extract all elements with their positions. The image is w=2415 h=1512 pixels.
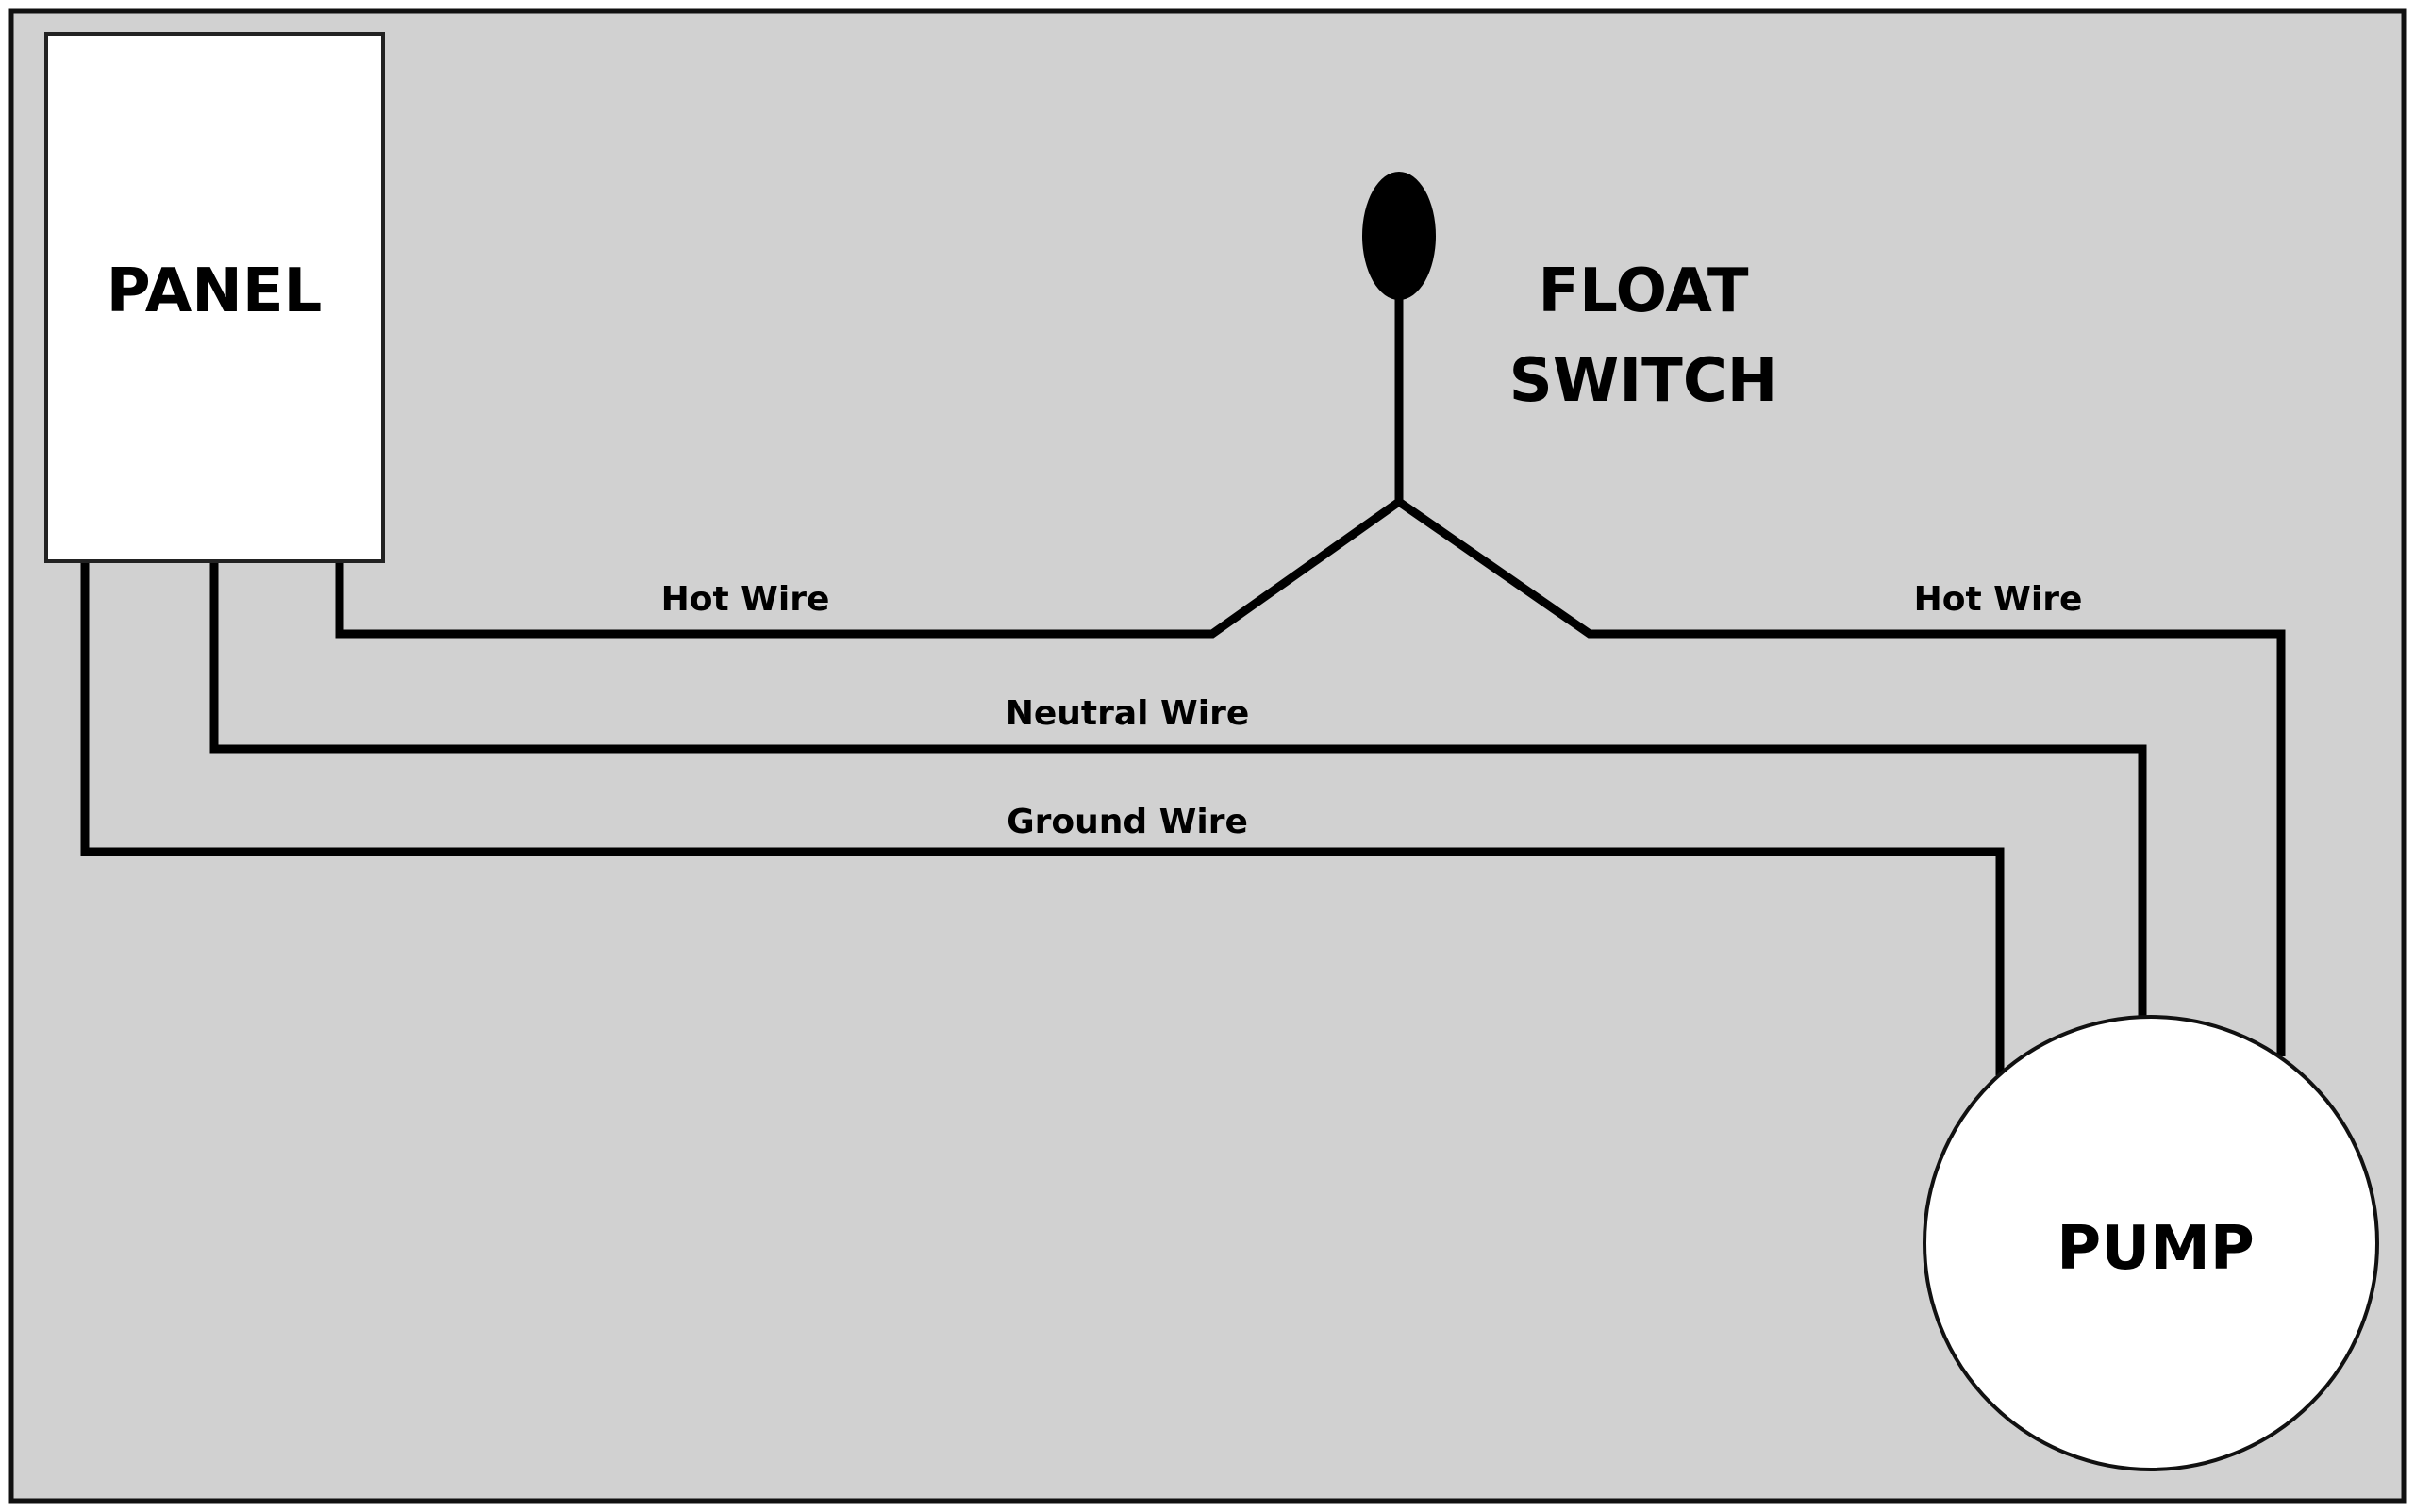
pump-circle [1923, 1015, 2379, 1471]
ground-wire-label: Ground Wire [1007, 803, 1248, 841]
neutral-wire-label: Neutral Wire [1006, 694, 1250, 733]
float-switch-label-line2: SWITCH [1509, 346, 1778, 416]
float-icon [1362, 172, 1436, 300]
hot-wire-right-label: Hot Wire [1914, 580, 2083, 619]
ground-wire [80, 562, 2005, 1075]
pump-label: PUMP [2057, 1214, 2254, 1284]
panel-box [44, 32, 385, 563]
panel-label: PANEL [107, 257, 323, 326]
neutral-wire [209, 562, 2147, 1019]
float-switch-label-line1: FLOAT [1538, 257, 1748, 326]
hot-wire-left-label: Hot Wire [661, 580, 830, 619]
